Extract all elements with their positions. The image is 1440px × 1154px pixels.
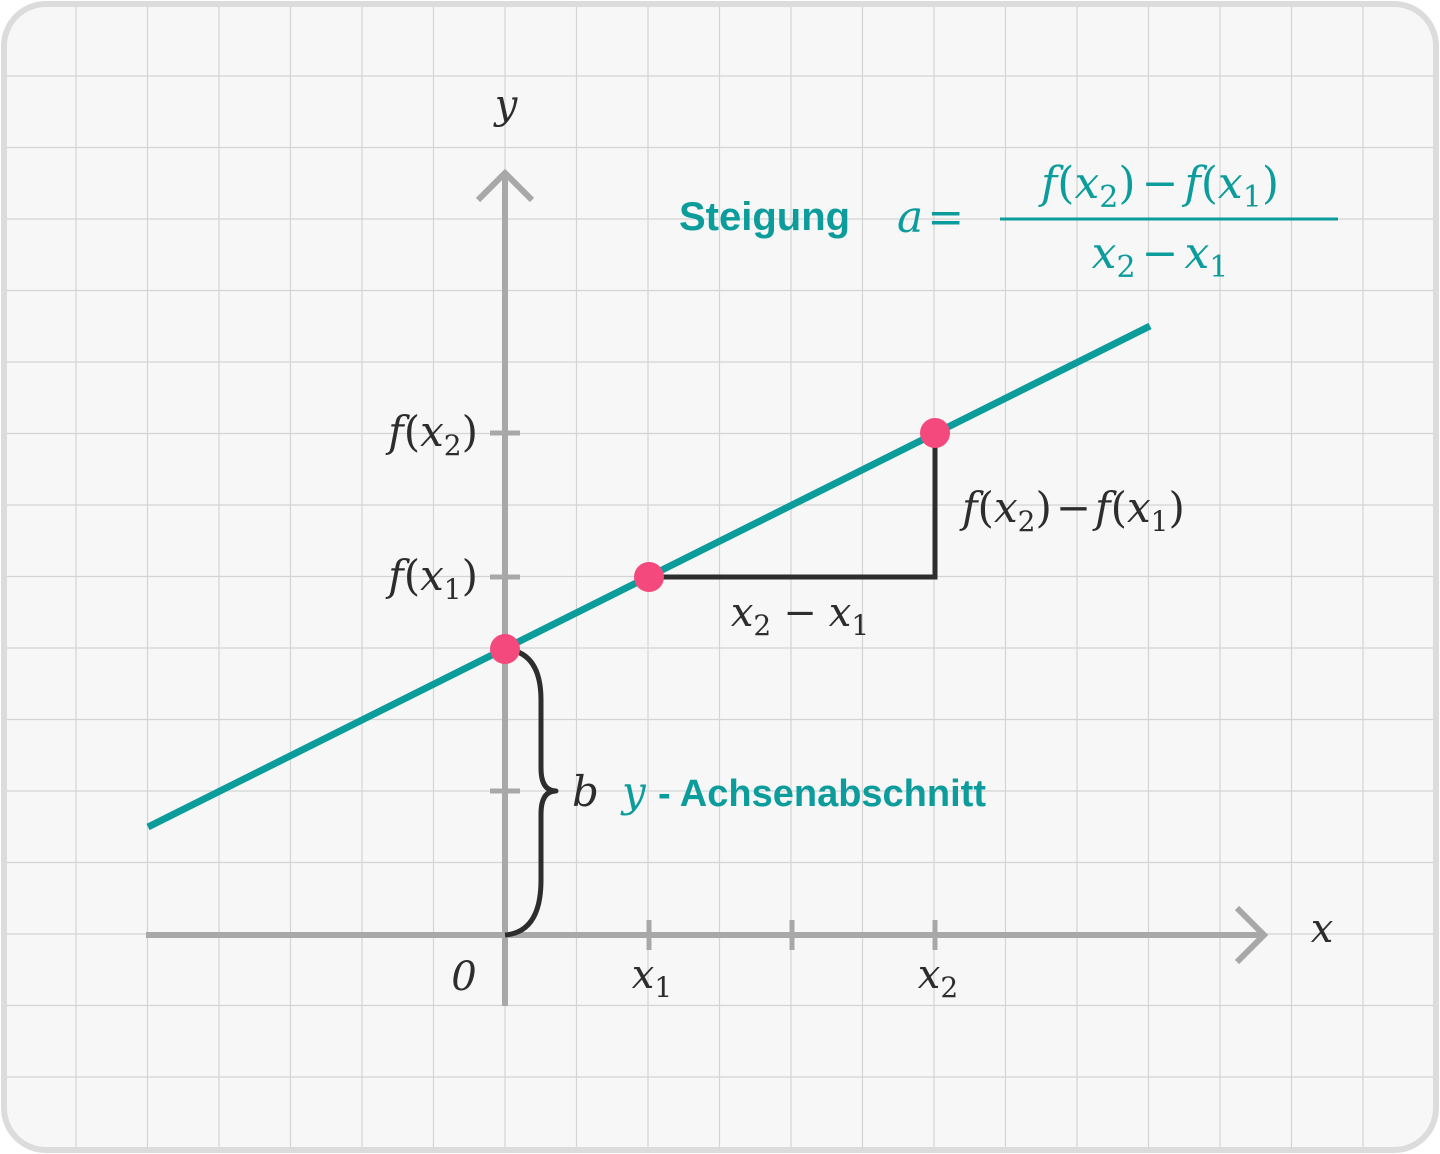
slope-numerator: f(x2)−f(x1) [1038,158,1279,215]
y-axis-label: y [493,82,519,128]
point-x2 [920,418,950,448]
intercept-var: y [620,767,647,816]
origin-label: 0 [451,954,476,1000]
slope-triangle [649,433,938,580]
y-tick-label-fx1: f(x1) [385,551,478,606]
x-axis [146,905,1269,965]
x-tick-label-x2: x2 [918,952,958,1004]
axis-ticks [490,430,938,950]
run-label: x2−x1 [731,590,869,642]
x-tick-label-x1: x1 [632,952,672,1004]
intercept-symbol: b [572,767,599,816]
y-tick-label-fx2: f(x2) [385,407,478,462]
point-y-intercept [490,634,520,664]
intercept-brace [504,646,559,938]
slope-denominator: x2−x1 [1092,228,1229,285]
slope-title: Steigung [679,195,850,239]
y-axis [475,168,535,1006]
rise-label: f(x2)−f(x1) [959,483,1185,538]
point-x1 [634,562,664,592]
intercept-label: - Achsenabschnitt [658,773,986,815]
x-axis-label: x [1311,906,1334,952]
slope-lhs: a= [897,192,964,243]
